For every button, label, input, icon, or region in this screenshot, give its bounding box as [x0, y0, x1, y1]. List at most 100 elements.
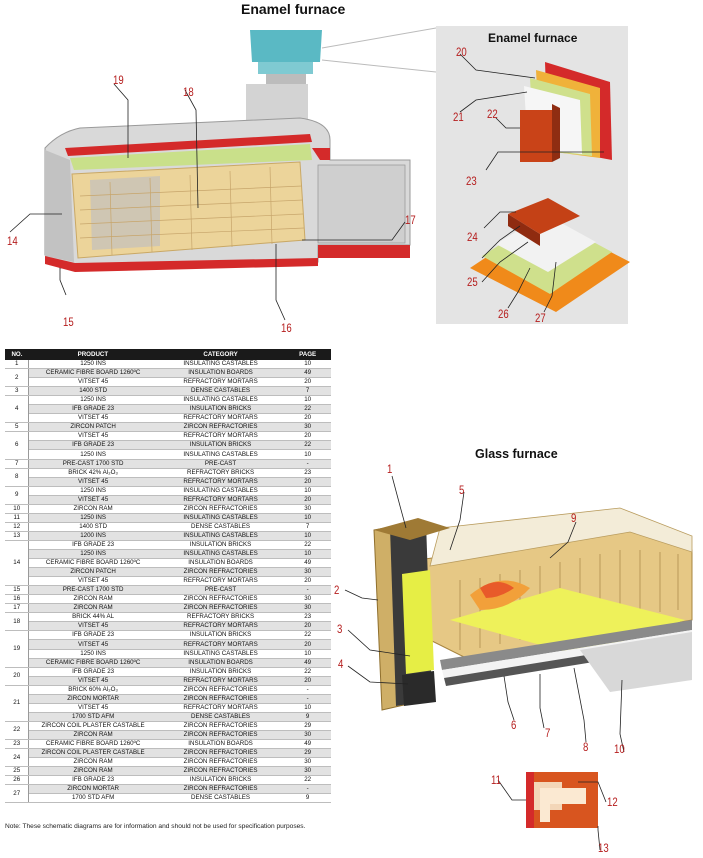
header-category: CATEGORY — [156, 349, 285, 360]
category-cell: ZIRCON REFRACTORIES — [156, 567, 285, 578]
page-cell: - — [284, 784, 331, 795]
product-cell: VITSET 45 — [28, 703, 157, 713]
product-cell: ZIRCON PATCH — [28, 567, 157, 578]
row-number: 2 — [5, 368, 30, 388]
callout-7: 7 — [545, 726, 551, 740]
page-cell: 49 — [284, 558, 331, 569]
callout-2: 2 — [334, 583, 340, 597]
row-number: 15 — [5, 585, 30, 596]
row-number: 3 — [5, 386, 30, 397]
category-cell: ZIRCON REFRACTORIES — [156, 685, 285, 695]
page-cell: 20 — [284, 413, 331, 424]
category-cell: INSULATION BRICKS — [156, 440, 285, 451]
burner-block-cross-section — [526, 772, 598, 828]
product-cell: BRICK 44% AL — [28, 612, 157, 623]
product-cell: CERAMIC FIBRE BOARD 1260ºC — [28, 739, 157, 750]
row-number: 17 — [5, 603, 30, 614]
callout-9: 9 — [571, 511, 577, 525]
category-cell: ZIRCON REFRACTORIES — [156, 603, 285, 614]
product-cell: IFB GRADE 23 — [28, 404, 157, 415]
header-page: PAGE — [284, 349, 331, 360]
page-cell: 49 — [284, 368, 331, 379]
product-cell: CERAMIC FIBRE BOARD 1260ºC — [28, 658, 157, 668]
page-cell: - — [284, 459, 331, 469]
callout-13: 13 — [598, 841, 609, 855]
callout-25: 25 — [467, 275, 478, 289]
row-number: 21 — [5, 685, 30, 722]
product-cell: 1400 STD — [28, 522, 157, 532]
callout-26: 26 — [498, 307, 509, 321]
callout-27: 27 — [535, 311, 546, 325]
callout-23: 23 — [466, 174, 477, 188]
callout-22: 22 — [487, 107, 498, 121]
product-cell: IFB GRADE 23 — [28, 440, 157, 451]
category-cell: INSULATION BRICKS — [156, 667, 285, 677]
category-cell: ZIRCON REFRACTORIES — [156, 694, 285, 704]
inset-title: Enamel furnace — [488, 31, 578, 45]
row-number: 18 — [5, 612, 30, 632]
category-cell: INSULATING CASTABLES — [156, 531, 285, 541]
category-cell: INSULATING CASTABLES — [156, 449, 285, 460]
category-cell: ZIRCON REFRACTORIES — [156, 422, 285, 433]
category-cell: REFRACTORY MORTARS — [156, 703, 285, 713]
row-number: 8 — [5, 468, 30, 487]
category-cell: ZIRCON REFRACTORIES — [156, 757, 285, 768]
category-cell: INSULATING CASTABLES — [156, 486, 285, 496]
callout-6: 6 — [511, 718, 517, 732]
product-cell: ZIRCON RAM — [28, 766, 157, 777]
category-cell: DENSE CASTABLES — [156, 793, 285, 804]
page-cell: 30 — [284, 603, 331, 614]
product-cell: ZIRCON RAM — [28, 603, 157, 614]
category-cell: REFRACTORY MORTARS — [156, 639, 285, 650]
product-cell: ZIRCON MORTAR — [28, 784, 157, 795]
page-cell: 30 — [284, 757, 331, 768]
row-number: 22 — [5, 721, 30, 740]
product-cell: VITSET 45 — [28, 377, 157, 388]
category-cell: DENSE CASTABLES — [156, 712, 285, 722]
enamel-furnace-title: Enamel furnace — [241, 1, 346, 17]
category-cell: INSULATING CASTABLES — [156, 395, 285, 406]
page-cell: 23 — [284, 468, 331, 478]
inset-wall-section — [520, 62, 612, 162]
product-cell: BRICK 60% Al₂O₃ — [28, 685, 157, 695]
page-cell: 49 — [284, 739, 331, 750]
callout-12: 12 — [607, 795, 618, 809]
callout-3: 3 — [337, 622, 343, 636]
page-cell: 20 — [284, 676, 331, 686]
callout-5: 5 — [459, 483, 465, 497]
callout-21: 21 — [453, 110, 464, 124]
page-cell: 10 — [284, 395, 331, 406]
page-cell: 10 — [284, 513, 331, 523]
product-cell: VITSET 45 — [28, 495, 157, 505]
page-cell: 30 — [284, 422, 331, 433]
page-cell: 23 — [284, 612, 331, 623]
category-cell: INSULATION BOARDS — [156, 558, 285, 569]
category-cell: INSULATING CASTABLES — [156, 649, 285, 659]
product-cell: 1250 INS — [28, 360, 157, 370]
callout-15: 15 — [63, 315, 74, 329]
product-cell: CERAMIC FIBRE BOARD 1260ºC — [28, 558, 157, 569]
category-cell: REFRACTORY MORTARS — [156, 676, 285, 686]
page-cell: 10 — [284, 449, 331, 460]
row-number: 5 — [5, 422, 30, 433]
category-cell: INSULATION BOARDS — [156, 739, 285, 750]
product-cell: IFB GRADE 23 — [28, 775, 157, 786]
